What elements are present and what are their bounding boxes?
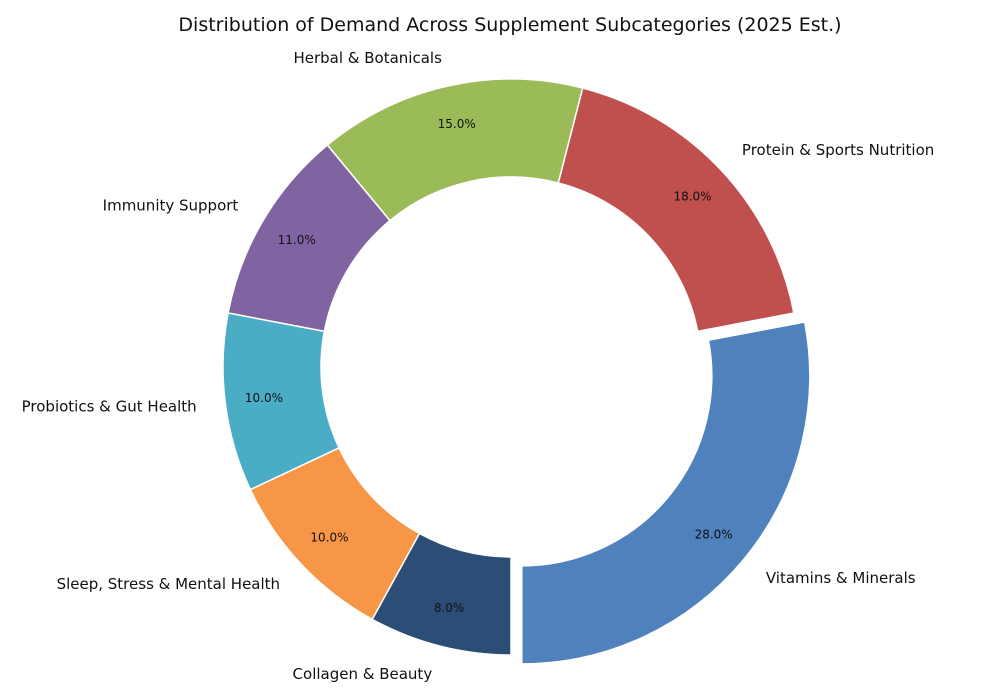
slice-protein-and-sports-nutrition (557, 87, 795, 333)
chart-title: Distribution of Demand Across Supplement… (178, 14, 841, 36)
pct-label-probiotics-and-gut-health: 10.0% (245, 391, 283, 405)
donut-slices (222, 78, 811, 665)
pct-label-protein-and-sports-nutrition: 18.0% (673, 190, 711, 204)
category-label-probiotics-and-gut-health: Probiotics & Gut Health (22, 398, 197, 416)
slice-vitamins-and-minerals (521, 321, 811, 665)
pct-label-immunity-support: 11.0% (278, 233, 316, 247)
category-label-immunity-support: Immunity Support (103, 197, 239, 215)
category-label-collagen-and-beauty: Collagen & Beauty (293, 665, 433, 683)
percentage-labels: 28.0% 18.0% 15.0% 11.0% 10.0% 10.0% 8.0% (245, 117, 733, 615)
slice-collagen-and-beauty (371, 532, 512, 656)
category-label-herbal-and-botanicals: Herbal & Botanicals (293, 49, 442, 67)
pct-label-herbal-and-botanicals: 15.0% (438, 117, 476, 131)
pct-label-sleep-stress-and-mental-health: 10.0% (310, 530, 348, 544)
category-labels: Vitamins & Minerals Protein & Sports Nutr… (22, 49, 935, 683)
category-label-vitamins-and-minerals: Vitamins & Minerals (766, 569, 916, 587)
pct-label-collagen-and-beauty: 8.0% (434, 601, 465, 615)
category-label-protein-and-sports-nutrition: Protein & Sports Nutrition (742, 141, 934, 159)
pct-label-vitamins-and-minerals: 28.0% (695, 528, 733, 542)
category-label-sleep-stress-and-mental-health: Sleep, Stress & Mental Health (57, 575, 280, 593)
